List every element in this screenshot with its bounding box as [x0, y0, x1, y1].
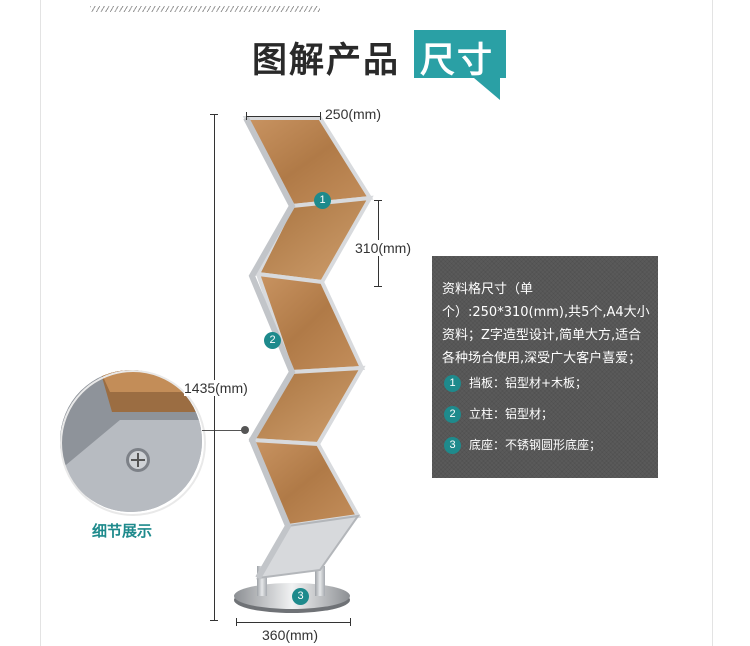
pocket-height-label: 310(mm)	[355, 240, 412, 256]
detail-label: 细节展示	[92, 522, 153, 540]
top-width-tick-left	[246, 112, 247, 120]
title-corner-fold	[474, 78, 500, 100]
top-width-tick-right	[320, 112, 321, 120]
base-width-tick-right	[350, 618, 351, 626]
spec-info-panel: 资料格尺寸（单个）:250*310(mm),共5个,A4大小资料；Z字造型设计,…	[432, 256, 658, 478]
detail-connector-line	[202, 430, 242, 431]
pocket-height-tick-top	[374, 200, 382, 201]
title-highlight-text: 尺寸	[420, 41, 495, 81]
total-height-tick-top	[210, 114, 218, 115]
total-height-tick-bottom	[210, 620, 218, 621]
title-highlight-box	[414, 30, 506, 78]
spec-item-3: 3 底座：不锈钢圆形底座；	[444, 436, 601, 454]
callout-badge-3: 3	[292, 588, 309, 605]
spec-item-2-text: 立柱：铝型材；	[469, 407, 554, 421]
top-width-label: 250(mm)	[325, 106, 382, 122]
spec-item-1: 1 挡板：铝型材+木板；	[444, 374, 587, 392]
base-width-tick-left	[236, 618, 237, 626]
callout-badge-2: 2	[264, 332, 281, 349]
spec-item-2-badge: 2	[444, 406, 461, 423]
top-width-line	[246, 116, 320, 117]
base-width-label: 360(mm)	[262, 627, 319, 643]
total-height-label: 1435(mm)	[184, 380, 248, 396]
frame-right-border	[712, 0, 713, 646]
pocket-height-tick-bottom	[374, 286, 382, 287]
spec-item-1-badge: 1	[444, 375, 461, 392]
base-width-line	[236, 622, 350, 623]
callout-badge-1: 1	[314, 192, 331, 209]
zigzag-panels	[241, 116, 374, 580]
spec-item-1-text: 挡板：铝型材+木板；	[469, 376, 588, 390]
spec-item-3-text: 底座：不锈钢圆形底座；	[469, 438, 602, 452]
frame-left-border	[40, 0, 41, 646]
decorative-hatch-rule	[90, 6, 320, 12]
spec-description: 资料格尺寸（单个）:250*310(mm),共5个,A4大小资料；Z字造型设计,…	[442, 282, 650, 366]
detail-closeup-frame	[60, 370, 206, 516]
title-main-text: 图解产品	[252, 41, 401, 81]
spec-item-3-badge: 3	[444, 437, 461, 454]
total-height-line	[214, 114, 215, 620]
spec-item-2: 2 立柱：铝型材；	[444, 405, 553, 423]
